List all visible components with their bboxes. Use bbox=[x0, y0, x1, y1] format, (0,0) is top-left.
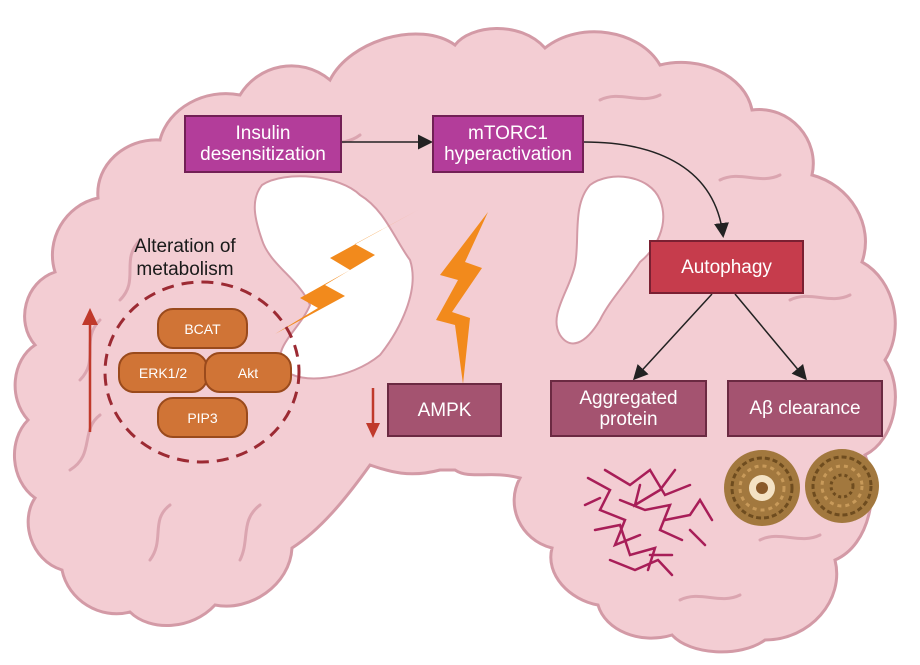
right-ventricle bbox=[555, 175, 665, 345]
aggregated-protein-box: Aggregated protein bbox=[550, 380, 707, 437]
metabolism-label: Alteration of metabolism bbox=[134, 236, 236, 280]
autophagy-label: Autophagy bbox=[681, 256, 772, 278]
amyloid-plaque-icon bbox=[724, 450, 800, 526]
arrow-autophagy-to-abeta bbox=[734, 293, 807, 381]
amyloid-plaque-icon bbox=[805, 449, 879, 523]
brain-tissue bbox=[13, 27, 897, 654]
autophagy-box: Autophagy bbox=[649, 240, 804, 294]
left-ventricle bbox=[253, 175, 414, 380]
abeta-clearance-label: Aβ clearance bbox=[749, 398, 861, 419]
metabolism-dashed-circle bbox=[103, 280, 301, 464]
arrow-mtorc1-to-autophagy bbox=[583, 141, 729, 238]
protein-aggregate-icon bbox=[583, 468, 714, 577]
ampk-label: AMPK bbox=[417, 399, 472, 421]
ampk-box: AMPK bbox=[387, 383, 502, 437]
down-arrow-icon bbox=[366, 388, 380, 438]
abeta-clearance-box: Aβ clearance bbox=[727, 380, 883, 437]
mtorc1-hyperactivation-box: mTORC1 hyperactivation bbox=[432, 115, 584, 173]
insulin-desensitization-box: Insulin desensitization bbox=[184, 115, 342, 173]
arrow-autophagy-to-aggregated bbox=[632, 293, 713, 381]
mtorc1-hyperactivation-label: mTORC1 hyperactivation bbox=[444, 123, 572, 165]
insulin-desensitization-label: Insulin desensitization bbox=[200, 123, 326, 165]
bcat-pill: BCAT bbox=[157, 308, 248, 349]
aggregated-protein-label: Aggregated protein bbox=[579, 387, 678, 430]
lightning-bolt-icon bbox=[436, 212, 488, 384]
akt-pill: Akt bbox=[204, 352, 292, 393]
lightning-bolt-icon bbox=[275, 210, 418, 334]
up-arrow-icon bbox=[82, 308, 98, 432]
pip3-pill: PIP3 bbox=[157, 397, 248, 438]
erk-pill: ERK1/2 bbox=[118, 352, 208, 393]
